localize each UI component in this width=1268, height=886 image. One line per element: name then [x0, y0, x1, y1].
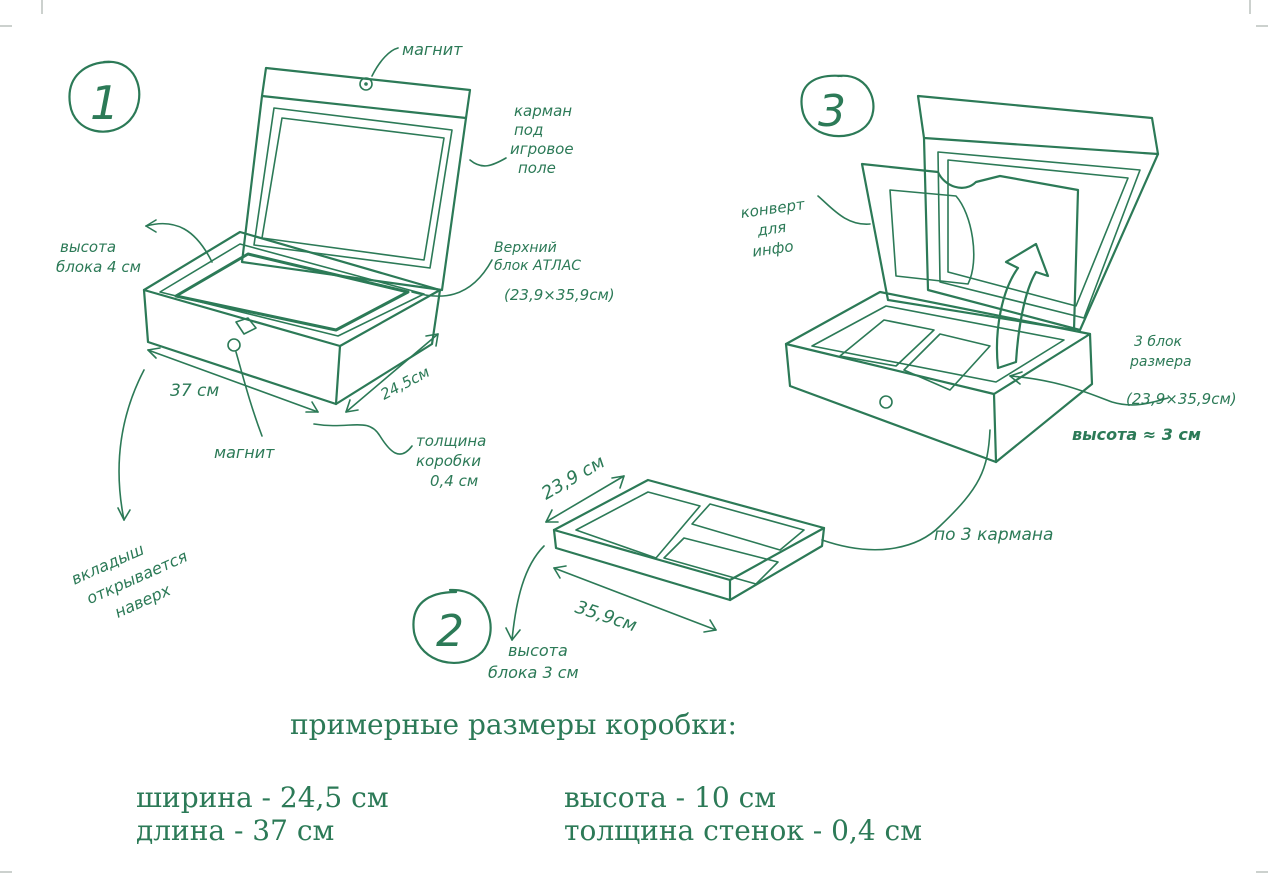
summary-wall: толщина стенок - 0,4 см: [564, 814, 922, 847]
svg-text:конверт: конверт: [739, 195, 807, 222]
svg-text:коробки: коробки: [416, 452, 481, 470]
summary-title: примерные размеры коробки:: [290, 708, 737, 741]
svg-text:блок АТЛАС: блок АТЛАС: [494, 258, 581, 274]
envelope-label: конверт для инфо: [739, 195, 807, 261]
svg-text:игровое: игровое: [510, 140, 574, 158]
pockets-label: по 3 кармана: [934, 525, 1053, 545]
svg-text:блока 3 см: блока 3 см: [488, 663, 579, 682]
figure-1-number-circle: [68, 60, 141, 133]
svg-text:толщина: толщина: [416, 432, 486, 450]
summary-height: высота - 10 см: [564, 781, 776, 814]
svg-text:для: для: [755, 218, 787, 240]
svg-text:высота: высота: [508, 641, 568, 660]
lift-arrow: [995, 242, 1050, 370]
top-block-label: Верхний блок АТЛАС (23,9×35,9см): [494, 240, 615, 304]
svg-text:размера: размера: [1129, 354, 1192, 370]
figure-3-number-circle: [800, 74, 875, 138]
figure-2-number: 2: [436, 606, 464, 657]
inserts-label: вкладыш открывается наверх: [68, 539, 190, 621]
figure-3-number: 3: [818, 86, 846, 137]
svg-text:поле: поле: [518, 159, 556, 177]
tray-width-label: 23,9 см: [538, 452, 608, 505]
tray-length-label: 35,9см: [572, 597, 639, 637]
summary-length: длина - 37 см: [136, 814, 334, 847]
svg-text:высота: высота: [60, 238, 116, 256]
magnet-top-label: магнит: [402, 40, 463, 59]
pocket-label: карман под игровое поле: [510, 102, 574, 177]
svg-text:3 блок: 3 блок: [1134, 334, 1183, 350]
figure-1-number: 1: [90, 76, 119, 130]
length-37-label: 37 см: [170, 381, 219, 401]
box-3-lid: [916, 94, 1160, 332]
magnet-bottom-label: магнит: [214, 443, 275, 462]
figure-1: 1 магнит карман под игровое по: [56, 40, 615, 622]
tray-height-label: высота блока 3 см: [488, 641, 579, 682]
svg-text:Верхний: Верхний: [494, 240, 557, 256]
envelope-folder: [860, 162, 1080, 332]
block3-label: 3 блок размера (23,9×35,9см) высота ≈ 3 …: [1072, 334, 1237, 444]
block-height-label: высота блока 4 см: [56, 238, 141, 276]
box-1-lid: [240, 66, 472, 292]
thickness-label: толщина коробки 0,4 см: [416, 432, 486, 490]
summary-width: ширина - 24,5 см: [136, 781, 389, 814]
svg-text:высота ≈ 3 см: высота ≈ 3 см: [1072, 425, 1201, 444]
width-24-label: 24,5см: [377, 363, 432, 404]
svg-text:карман: карман: [514, 102, 572, 120]
figure-2-number-circle: [412, 588, 492, 664]
figure-3: 3 конверт для инфо: [739, 74, 1237, 551]
svg-text:(23,9×35,9см): (23,9×35,9см): [1126, 390, 1237, 408]
box-3-body: [784, 290, 1094, 464]
summary: примерные размеры коробки: ширина - 24,5…: [136, 708, 922, 847]
svg-text:под: под: [514, 121, 543, 139]
svg-text:(23,9×35,9см): (23,9×35,9см): [504, 286, 615, 304]
svg-text:инфо: инфо: [751, 237, 795, 261]
svg-text:блока 4 см: блока 4 см: [56, 258, 141, 276]
svg-text:0,4 см: 0,4 см: [430, 472, 478, 490]
